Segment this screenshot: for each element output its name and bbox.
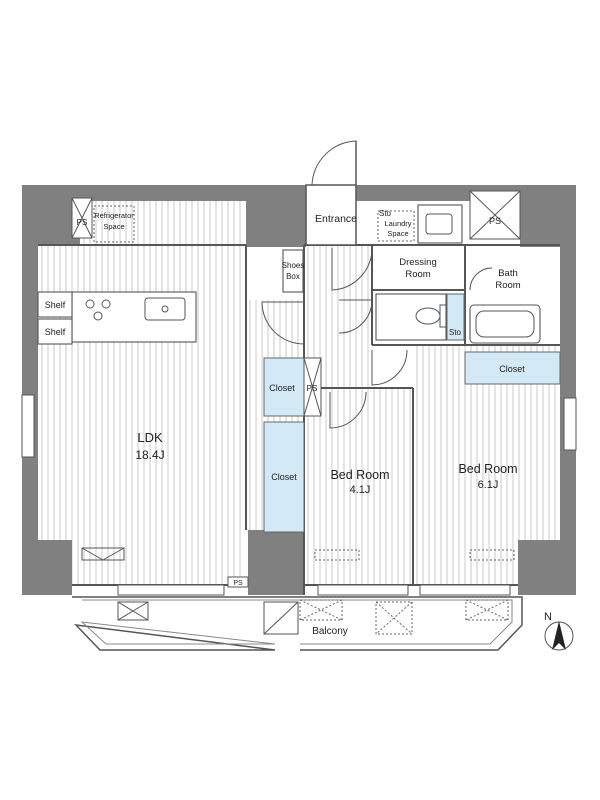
wall-mid-top — [246, 185, 306, 247]
closet-entry-label: Closet — [269, 383, 295, 393]
closet-hall-label: Closet — [271, 472, 297, 482]
ps-fridge-label: PS — [77, 218, 88, 227]
bedroom-right-window — [563, 397, 577, 451]
wash-basin — [417, 204, 463, 244]
bath-label-1: Bath — [498, 268, 518, 279]
compass: N — [544, 611, 574, 651]
closet-bed-label: Closet — [499, 364, 525, 374]
shelf-upper: Shelf — [37, 291, 73, 318]
wall-right — [560, 185, 576, 595]
wall-left-corner-bottom — [22, 540, 72, 595]
entrance-door-swing — [311, 140, 357, 186]
bedroom-a-label: Bed Room — [330, 468, 389, 482]
entrance-area: Entrance — [305, 140, 357, 246]
shelf-lower-label: Shelf — [45, 327, 66, 337]
balcony-label: Balcony — [312, 626, 348, 637]
north-arrow-icon — [552, 621, 566, 650]
ps-bottom-label: PS — [233, 580, 243, 587]
bathtub-icon — [469, 304, 541, 344]
shoes-box: Shoes Box — [282, 249, 305, 293]
ps-closet: PS — [303, 357, 322, 417]
wall-bottom-middle — [248, 530, 304, 595]
closet-bed: Closet — [464, 351, 561, 385]
ps-corner-label: PS — [489, 216, 501, 226]
laundry-label-1: Laundry — [384, 219, 411, 228]
door-swings — [261, 247, 408, 429]
closet-hall: Closet — [263, 421, 305, 533]
sto-top-label: Sto — [379, 209, 392, 218]
ldk-left-window — [21, 394, 35, 458]
exterior-walls — [22, 185, 576, 595]
bath-label-2: Room — [495, 280, 520, 291]
shoes-label-1: Shoes — [282, 261, 305, 270]
balcony: Balcony — [72, 596, 523, 651]
laundry-space: Sto Laundry Space — [377, 209, 415, 242]
ps-closet-label: PS — [307, 384, 318, 393]
bedroom-b-size: 6.1J — [478, 479, 499, 491]
bath-door-swing — [469, 267, 493, 291]
refrigerator-space: Refrigerator Space — [93, 205, 135, 243]
ps-fridge-box: PS — [71, 197, 93, 239]
bath-room: Bath Room — [469, 267, 541, 344]
floor-hatching — [41, 201, 556, 585]
toilet-area: Sto — [375, 293, 465, 341]
laundry-label-2: Space — [387, 229, 408, 238]
ldk-vent — [81, 547, 125, 561]
dressing-label-1: Dressing — [399, 257, 437, 268]
ldk-label: LDK — [137, 430, 163, 445]
wall-top-left — [22, 185, 307, 201]
entrance-label: Entrance — [315, 213, 357, 225]
kitchen-counter — [71, 291, 197, 343]
wall-right-corner-bottom — [518, 540, 576, 595]
bedroom-vents — [314, 549, 515, 561]
bedroom-a-size: 4.1J — [350, 484, 371, 496]
ps-corner-box: PS — [469, 190, 521, 240]
compass-label: N — [544, 611, 552, 623]
closet-entry: Closet — [263, 357, 305, 417]
shelf-upper-label: Shelf — [45, 300, 66, 310]
ldk-size: 18.4J — [135, 448, 164, 462]
sink-icon — [144, 297, 186, 321]
ps-bottom: PS — [227, 576, 249, 588]
bedroom-b-label: Bed Room — [458, 462, 517, 476]
shelf-lower: Shelf — [37, 318, 73, 345]
wall-left — [22, 185, 38, 595]
sto-toilet-label: Sto — [449, 328, 462, 337]
refrigerator-label-2: Space — [103, 222, 124, 231]
refrigerator-label-1: Refrigerator — [94, 211, 134, 220]
south-windows — [117, 584, 511, 596]
shoes-label-2: Box — [286, 272, 300, 281]
dressing-label-2: Room — [405, 269, 430, 280]
